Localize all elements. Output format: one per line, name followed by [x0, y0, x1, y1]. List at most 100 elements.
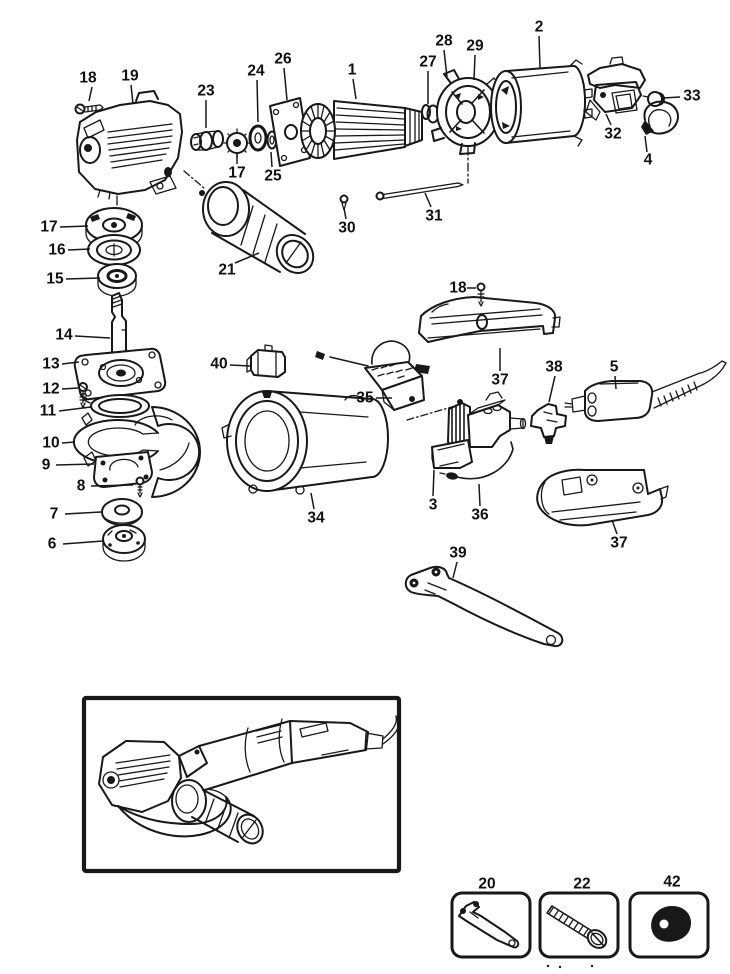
- part-field-2: [490, 59, 593, 147]
- part-through-bolt-31: [375, 182, 464, 201]
- part-armature-1: [300, 100, 444, 160]
- part-callout-17: 17: [40, 219, 57, 236]
- part-screw-8: [135, 476, 145, 498]
- part-lead-wire-36: [439, 441, 514, 480]
- callout-leader-6: [62, 540, 104, 545]
- callout-leader-15: [65, 277, 101, 280]
- part-callout-6: 6: [48, 536, 57, 553]
- callout-leader-18: [88, 86, 93, 102]
- part-handle-cover-37-bottom: [536, 468, 669, 527]
- part-screw-18: [74, 103, 104, 115]
- part-callout-25: 25: [264, 168, 282, 185]
- part-callout-18: 18: [79, 70, 97, 87]
- scan-artifacts: [546, 964, 594, 969]
- callout-leader-26: [283, 67, 288, 101]
- part-wheel-guard: [134, 406, 201, 498]
- part-callout-39: 39: [449, 545, 467, 562]
- callout-leader-21: [234, 252, 260, 264]
- part-gear-housing-19: [76, 90, 205, 200]
- part-callout-35: 35: [356, 390, 374, 407]
- callout-leader-4: [644, 135, 648, 153]
- part-callout-40: 40: [210, 356, 227, 373]
- part-brush-box-40: [246, 344, 286, 378]
- screw-icon: [546, 905, 608, 949]
- part-callout-18: 18: [449, 280, 467, 297]
- part-callout-38: 38: [545, 359, 563, 376]
- pin-spanner-icon: [458, 901, 520, 949]
- part-callout-26: 26: [274, 51, 292, 68]
- accessory-box-42: [628, 891, 710, 959]
- callout-leader-13: [61, 361, 80, 365]
- callout-leader-17: [59, 225, 89, 228]
- part-backing-flange-7: [101, 498, 143, 526]
- part-callout-12: 12: [42, 381, 59, 398]
- part-callout-36: 36: [471, 507, 489, 524]
- part-callout-31: 31: [425, 208, 443, 225]
- part-gear-17-stack: [85, 195, 143, 251]
- callout-leader-3: [432, 469, 435, 497]
- part-motor-housing-34: [221, 390, 456, 495]
- callout-leader-9: [55, 463, 95, 466]
- part-callout-1: 1: [348, 62, 357, 79]
- part-spindle-14: [111, 292, 127, 359]
- accessory-box-22: [538, 891, 620, 959]
- cap-nut-icon: [651, 906, 692, 942]
- part-callout-13: 13: [42, 356, 60, 373]
- part-handle-cover-37-top: [418, 296, 561, 343]
- part-switch-mount-3: [431, 391, 527, 469]
- callout-leader-40: [229, 364, 251, 367]
- part-bearing-24: [248, 124, 268, 152]
- callout-leader-14: [74, 335, 111, 339]
- part-callout-29: 29: [466, 38, 484, 55]
- part-callout-10: 10: [42, 435, 59, 452]
- assembled-grinder-inset: [81, 695, 402, 874]
- callout-leader-25: [270, 151, 273, 168]
- part-callout-24: 24: [247, 63, 265, 80]
- part-callout-8: 8: [77, 478, 86, 495]
- callout-leader-36: [478, 483, 481, 507]
- part-callout-21: 21: [218, 262, 236, 279]
- part-callout-20: 20: [478, 876, 495, 893]
- part-callout-14: 14: [55, 327, 73, 344]
- callout-leader-29: [473, 54, 476, 81]
- callout-leader-1: [352, 78, 357, 100]
- part-switch-actuator-38: [530, 403, 567, 444]
- part-cord-protector-5: [564, 360, 727, 422]
- part-bearing-plate-26: [269, 97, 311, 167]
- part-callout-42: 42: [663, 874, 680, 891]
- part-callout-23: 23: [197, 83, 215, 100]
- part-gear-17-upper: [223, 128, 251, 158]
- callout-leader-8: [90, 484, 134, 487]
- part-callout-5: 5: [610, 359, 619, 376]
- part-pinion-23: [190, 130, 224, 151]
- callout-leader-37: [611, 519, 618, 535]
- part-baffle-4: [641, 100, 679, 135]
- callout-leader-34: [310, 492, 315, 510]
- part-callout-28: 28: [435, 33, 453, 50]
- callout-leader-38: [548, 375, 556, 403]
- callout-leader-11: [58, 406, 92, 412]
- part-callout-16: 16: [48, 242, 66, 259]
- part-callout-33: 33: [683, 88, 701, 105]
- part-callout-30: 30: [338, 220, 355, 237]
- part-callout-15: 15: [46, 271, 64, 288]
- callout-leader-2: [538, 35, 541, 69]
- part-brush-33: [642, 91, 665, 107]
- part-brush-holder-32: [585, 56, 646, 121]
- part-callout-27: 27: [419, 54, 436, 71]
- callout-leader-10: [61, 441, 76, 444]
- part-callout-37: 37: [491, 372, 508, 389]
- part-screw-30: [339, 194, 349, 211]
- part-bearing-housing-13: [73, 347, 167, 401]
- callout-leader-39: [452, 561, 458, 579]
- part-callout-7: 7: [50, 506, 59, 523]
- callout-leader-7: [64, 511, 102, 515]
- part-retaining-ring-11: [81, 394, 150, 426]
- part-callout-17: 17: [228, 165, 245, 182]
- callout-leader-30: [343, 207, 347, 220]
- callout-leader-16: [67, 248, 91, 251]
- part-callout-2: 2: [535, 19, 544, 36]
- accessory-box-20: [450, 891, 532, 959]
